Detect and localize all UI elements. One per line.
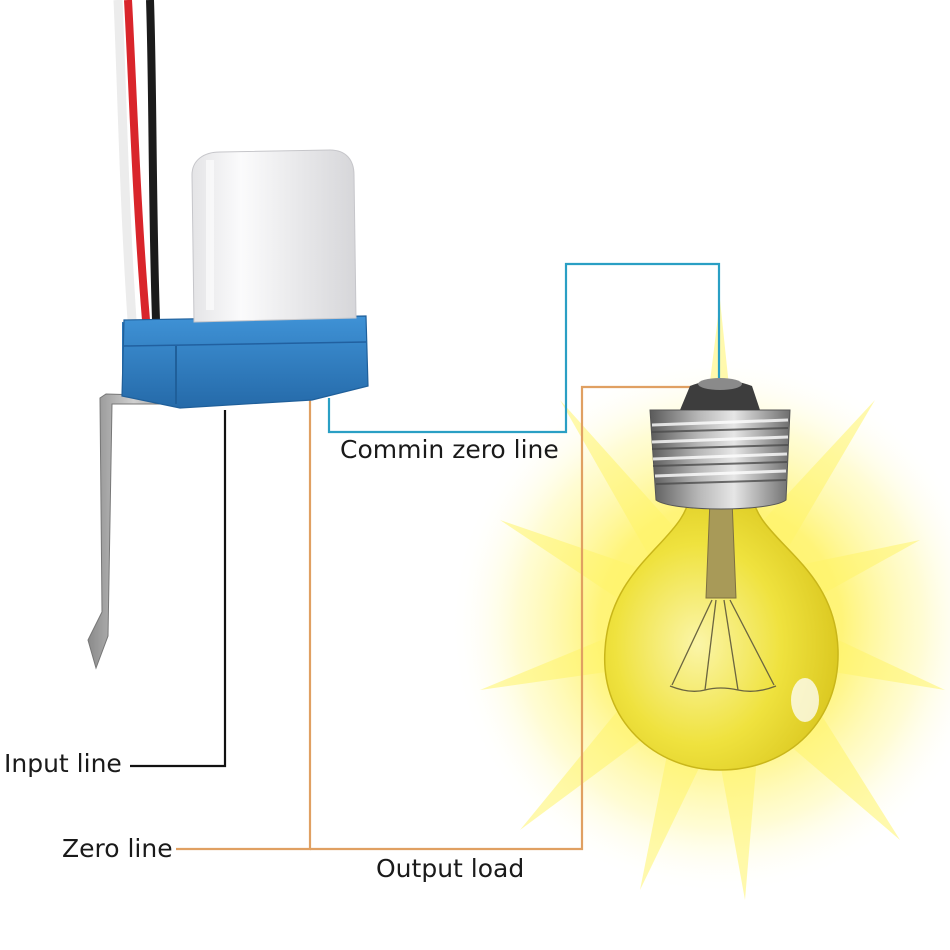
bulb-filament (669, 599, 777, 692)
lead-wire-black (146, 0, 160, 321)
bulb-glass (604, 489, 839, 771)
lead-wire-red (124, 0, 150, 321)
output-load-wire (310, 385, 700, 851)
commin-zero-wire (327, 262, 721, 434)
sensor-body (121, 315, 369, 409)
mounting-bracket (87, 393, 181, 670)
commin-zero-line-label: Commin zero line (340, 435, 559, 464)
bulb-stem (705, 499, 737, 599)
sensor-cap (191, 149, 357, 323)
lead-wire-white (113, 0, 137, 321)
output-load-label: Output load (376, 854, 525, 883)
zero-line-label: Zero line (62, 834, 173, 863)
zero-wire (176, 398, 312, 851)
light-bulb (604, 378, 839, 771)
photocell-sensor (87, 0, 369, 670)
bulb-base (649, 409, 791, 510)
input-wire (130, 410, 227, 768)
input-line-label: Input line (4, 749, 122, 778)
bulb-contact (680, 380, 760, 410)
